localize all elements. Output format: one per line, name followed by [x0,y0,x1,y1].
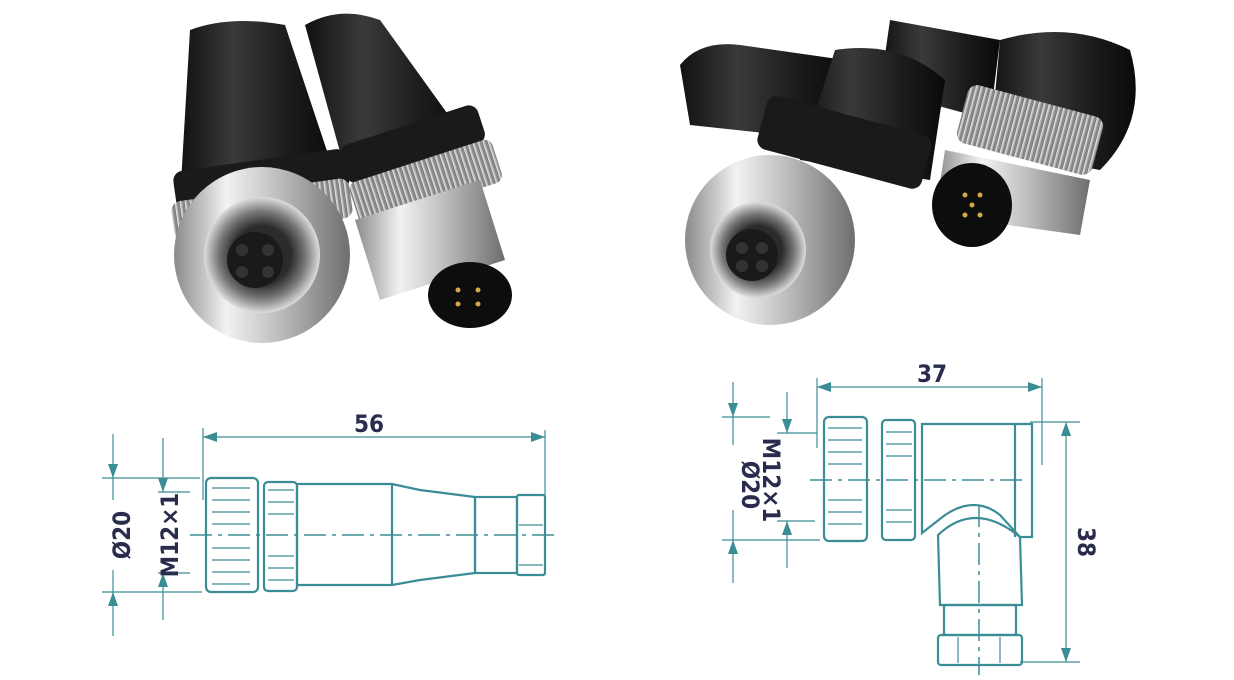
thread-label: M12×1 [156,493,184,578]
male-straight-connector [305,13,512,328]
male-angled-connector [880,20,1136,247]
second-nut [262,480,299,593]
length-label: 56 [354,410,384,438]
diameter-label: Ø20 [108,511,136,559]
straight-connector-drawing: 56 Ø20 M12×1 [102,410,555,636]
photo-angled-connectors [680,20,1136,325]
cable-sleeve [942,603,1018,637]
thread-label: M12×1 [757,438,785,523]
coupling-nut [822,415,869,543]
female-straight-connector [171,21,353,343]
female-angled-connector [680,44,945,325]
diameter-label: Ø20 [736,461,764,509]
elbow [936,516,1024,607]
body [920,422,1034,539]
angled-connector-drawing: 37 Ø20 M12×1 38 [722,360,1100,675]
end-cap [936,633,1024,667]
height-label: 38 [1072,527,1100,557]
photo-straight-connectors [171,13,512,343]
width-label: 37 [917,360,947,388]
